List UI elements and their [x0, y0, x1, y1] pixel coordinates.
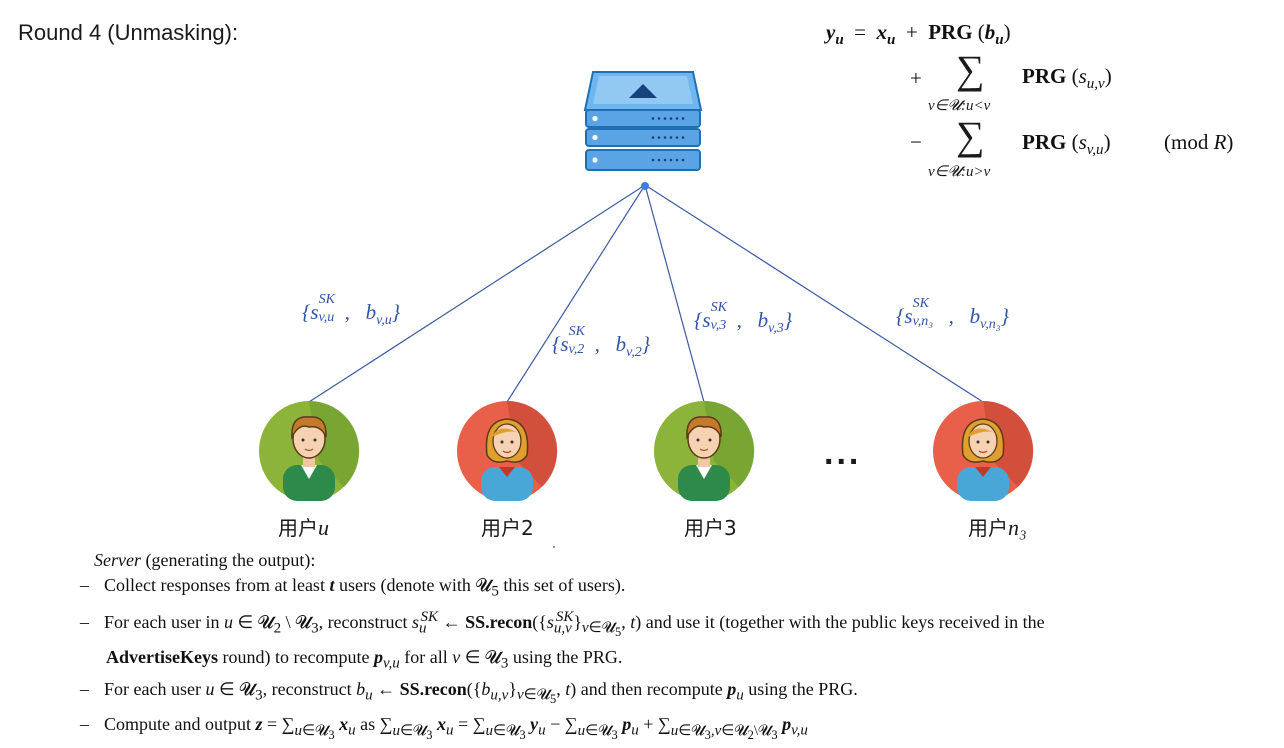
edge-line-user-u: [308, 184, 646, 403]
sum-symbol-1: ∑: [956, 47, 985, 92]
step-compute-output: –Compute and output z = ∑u∈𝓤3 xu as ∑u∈𝓤…: [80, 714, 808, 742]
edge-line-user-n3: [644, 184, 984, 403]
diagram-canvas: [259, 71, 1034, 548]
user-avatar-2: [457, 400, 558, 501]
formula-line-3: PRG (sv,u): [1022, 130, 1111, 158]
more-users-ellipsis: ...: [824, 434, 862, 472]
server-anchor-dot: [641, 182, 649, 190]
sum-sub-1: v∈𝓤:u<v: [928, 98, 991, 114]
step-reconstruct-sk: –For each user in u ∈ 𝓤2 \ 𝓤3, reconstru…: [80, 608, 1045, 640]
edge-line-user-3: [644, 184, 705, 403]
user-avatar-n3: [933, 400, 1034, 501]
step-reconstruct-b: –For each user u ∈ 𝓤3, reconstruct bu ← …: [80, 678, 858, 707]
sum-sub-2: v∈𝓤:u>v: [928, 164, 991, 180]
user-label-u: 用户u: [278, 515, 329, 540]
server-output-description: Server (generating the output): –Collect…: [80, 548, 1260, 748]
user-label-2: 用户2: [481, 516, 534, 540]
formula-mod: (mod R): [1164, 130, 1234, 154]
sum-symbol-2: ∑: [956, 113, 985, 158]
step-collect: –Collect responses from at least t users…: [80, 575, 626, 600]
server-heading: Server (generating the output):: [94, 550, 316, 570]
formula-minus: −: [910, 130, 922, 154]
formula-line-2: PRG (su,v): [1022, 64, 1112, 92]
edge-line-user-2: [506, 184, 646, 403]
formula-plus: +: [910, 66, 922, 90]
user-label-n3: 用户n₃: [968, 515, 1027, 540]
step-reconstruct-sk-cont: AdvertiseKeys round) to recompute pv,u f…: [106, 647, 623, 672]
server-icon: [583, 71, 703, 171]
round-title: Round 4 (Unmasking):: [18, 20, 239, 45]
user-avatar-3: [654, 400, 755, 501]
user-label-3: 用户3: [684, 516, 737, 540]
formula-line-1: yu = xu + PRG (bu): [826, 20, 1011, 48]
user-avatar-u: [259, 400, 360, 501]
